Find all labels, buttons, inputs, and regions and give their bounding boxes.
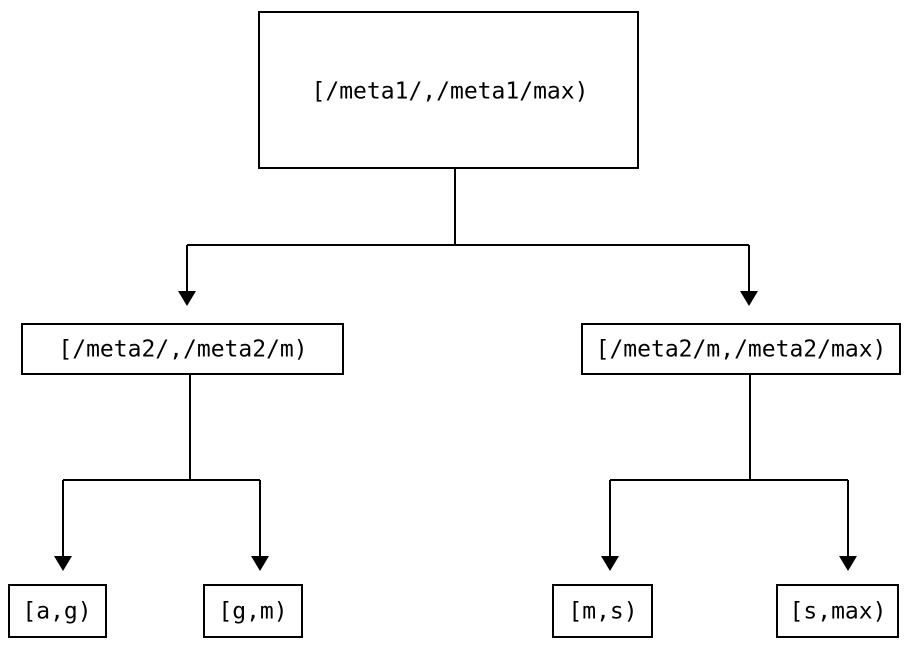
arrow-head-icon-leaf-smax: [839, 556, 857, 571]
node-leaf-s-max-box[interactable]: [776, 584, 899, 638]
node-leaf-m-s-box[interactable]: [552, 584, 653, 638]
node-root-box[interactable]: [258, 11, 639, 169]
node-leaf-s-max[interactable]: [s,max): [776, 584, 899, 638]
node-leaf-a-g-box[interactable]: [8, 584, 107, 638]
node-leaf-g-m-label: [g,m): [218, 599, 287, 625]
node-level2-left-box[interactable]: [21, 323, 344, 375]
node-leaf-g-m[interactable]: [g,m): [203, 584, 303, 638]
arrow-head-icon-leaf-ag: [54, 556, 72, 571]
arrow-head-icon-root-right: [740, 291, 758, 306]
node-leaf-g-m-box[interactable]: [203, 584, 303, 638]
node-leaf-m-s[interactable]: [m,s): [552, 584, 653, 638]
node-leaf-a-g-label: [a,g): [22, 599, 91, 625]
node-level2-left[interactable]: [/meta2/,/meta2/m): [21, 323, 344, 375]
edge-group-level2-right: [601, 374, 857, 571]
arrow-head-icon-leaf-ms: [601, 556, 619, 571]
node-root-label: [/meta1/,/meta1/max): [312, 79, 589, 105]
node-leaf-a-g[interactable]: [a,g): [8, 584, 107, 638]
edge-group-level2-left: [54, 374, 269, 571]
arrow-head-icon-root-left: [178, 291, 196, 306]
node-level2-right-box[interactable]: [581, 323, 901, 375]
edge-group-root: [178, 168, 758, 306]
node-root[interactable]: [/meta1/,/meta1/max): [258, 11, 639, 169]
node-leaf-m-s-label: [m,s): [568, 599, 637, 625]
node-level2-left-label: [/meta2/,/meta2/m): [58, 337, 307, 363]
node-leaf-s-max-label: [s,max): [790, 599, 887, 625]
node-level2-right[interactable]: [/meta2/m,/meta2/max): [581, 323, 901, 375]
node-level2-right-label: [/meta2/m,/meta2/max): [596, 337, 887, 363]
arrow-head-icon-leaf-gm: [251, 556, 269, 571]
